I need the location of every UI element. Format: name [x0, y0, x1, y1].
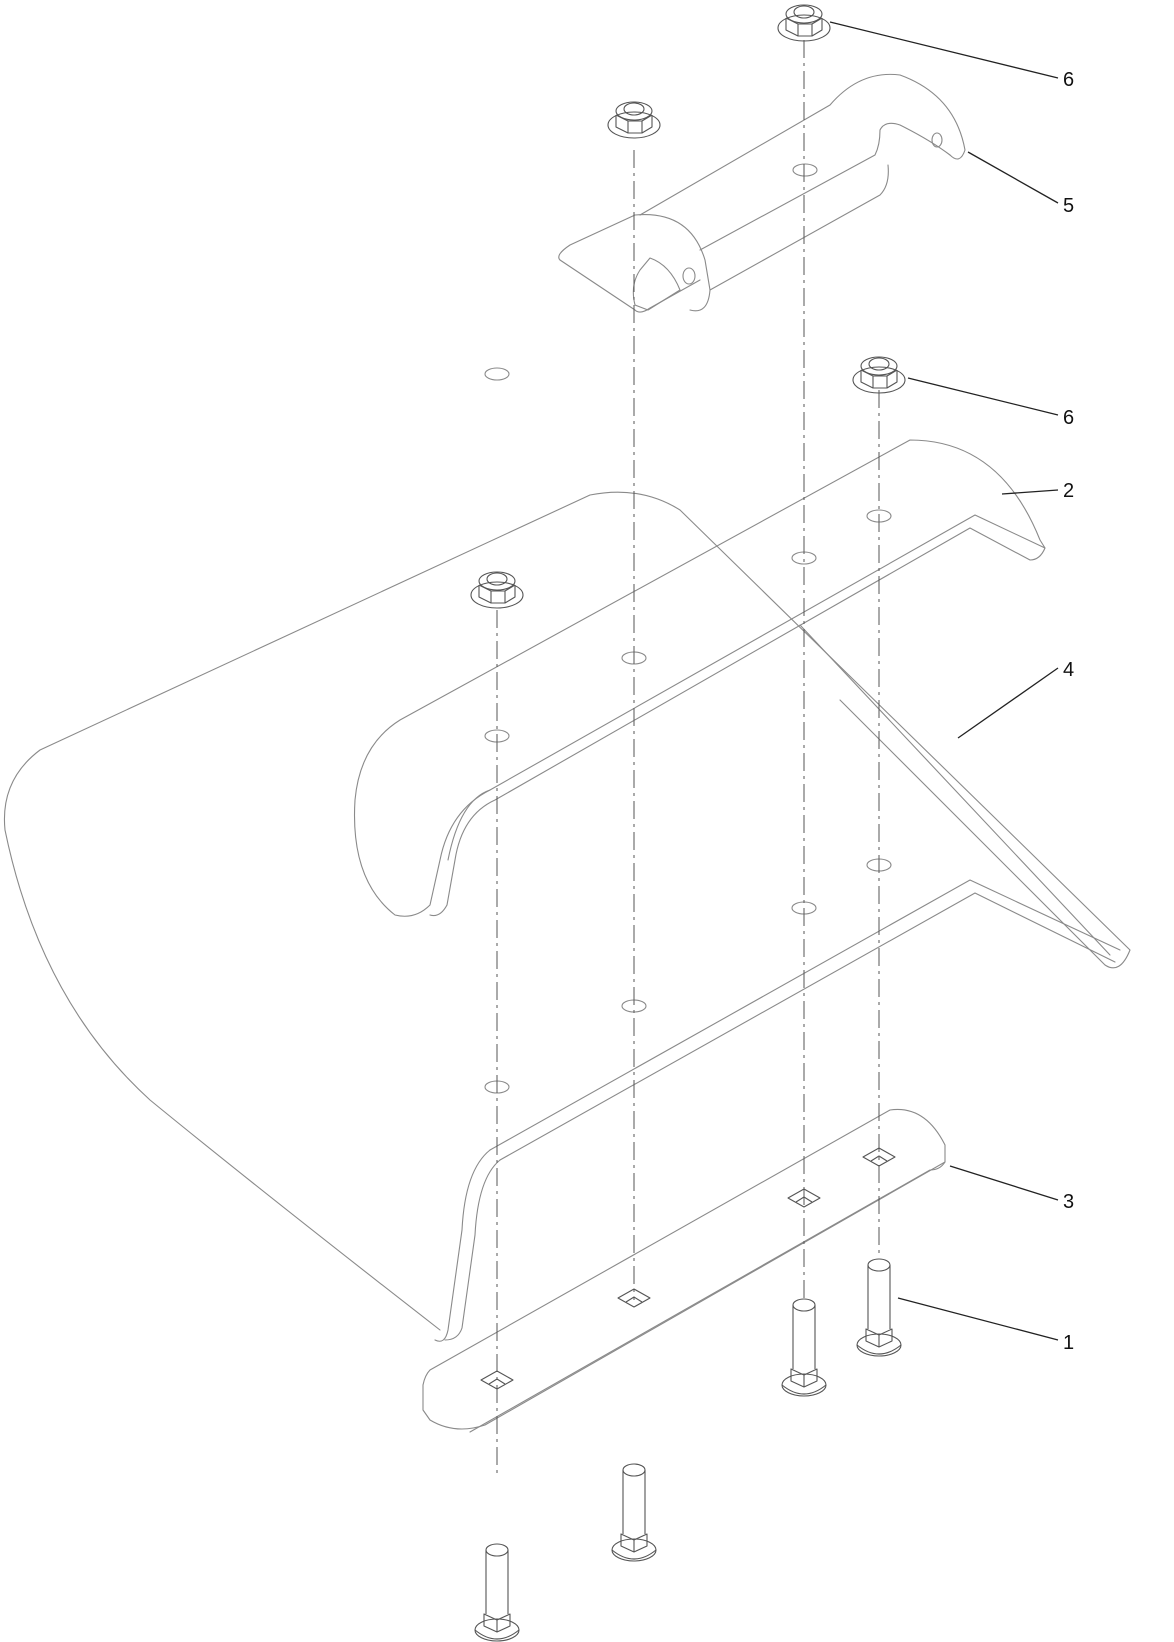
- callout-5: 5: [1063, 195, 1075, 217]
- round-holes: [484, 367, 892, 1094]
- leader-lines: [829, 21, 1059, 1341]
- deflector-part: [3, 491, 1131, 1331]
- callout-4: 4: [1063, 659, 1075, 681]
- square-holes: [480, 1147, 896, 1390]
- callout-2: 2: [1063, 480, 1075, 502]
- deflector-lower-lip: [434, 879, 1121, 1342]
- assembly-axes: [496, 40, 880, 1475]
- bracket-part: [558, 73, 966, 313]
- upper-plate-part: [353, 439, 1046, 917]
- callout-1: 1: [1063, 1332, 1075, 1354]
- callout-6-top: 6: [1063, 69, 1075, 91]
- callout-3: 3: [1063, 1191, 1075, 1213]
- callout-6-mid: 6: [1063, 407, 1075, 429]
- carriage-bolts: [474, 1258, 902, 1642]
- backing-strip-part: [422, 1108, 946, 1433]
